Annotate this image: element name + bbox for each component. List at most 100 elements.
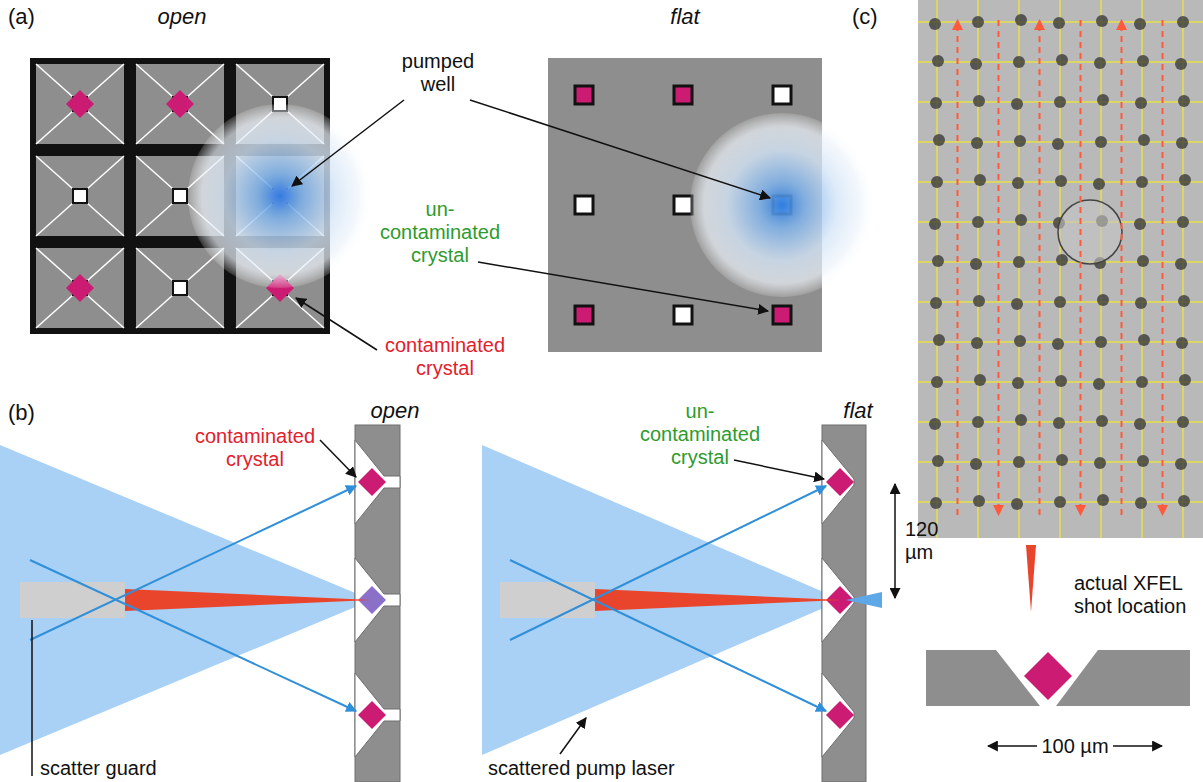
well-spot bbox=[929, 18, 941, 30]
well-spot bbox=[970, 258, 982, 270]
scan-path bbox=[1039, 20, 1041, 515]
well-spot bbox=[1134, 18, 1146, 30]
panel-letter: (b) bbox=[8, 400, 35, 425]
flat-well bbox=[575, 196, 593, 214]
well-spot bbox=[1052, 138, 1064, 150]
well-edge bbox=[136, 203, 173, 236]
well-spot bbox=[1179, 174, 1191, 186]
scan-path bbox=[1121, 20, 1123, 515]
well-spot bbox=[1137, 455, 1149, 467]
well-edge bbox=[136, 156, 173, 189]
well-spot bbox=[1135, 297, 1147, 309]
well-edge bbox=[287, 295, 324, 328]
well-spot bbox=[1136, 376, 1148, 388]
callout-label: actual XFEL shot location bbox=[1074, 572, 1198, 618]
well-spot bbox=[1135, 497, 1147, 509]
well-spot bbox=[1177, 16, 1189, 28]
scattered-light bbox=[30, 560, 356, 711]
well-opening bbox=[173, 281, 187, 295]
well-spot bbox=[1054, 96, 1066, 108]
crystal bbox=[358, 701, 386, 729]
chip-block bbox=[926, 650, 1040, 706]
transmitted-pump bbox=[846, 592, 882, 608]
well-edge bbox=[87, 64, 124, 97]
well-edge bbox=[87, 248, 124, 281]
well-edge bbox=[36, 156, 73, 189]
pump-cone bbox=[482, 445, 842, 755]
well-cell bbox=[136, 248, 224, 328]
well-edge bbox=[136, 295, 173, 328]
through-well bbox=[355, 440, 400, 524]
callout-label: scattered pump laser bbox=[488, 758, 675, 779]
well-spot bbox=[929, 218, 941, 230]
chip-wall bbox=[822, 425, 866, 782]
well-spot bbox=[1011, 98, 1023, 110]
flat-well bbox=[674, 306, 692, 324]
well-spot bbox=[1053, 417, 1065, 429]
well-spot bbox=[931, 376, 943, 388]
well-spot bbox=[973, 295, 985, 307]
well-spot bbox=[1056, 54, 1068, 66]
well-spot bbox=[1097, 294, 1109, 306]
well-spot bbox=[933, 334, 945, 346]
well-spot bbox=[1013, 456, 1025, 468]
leader-arrow bbox=[320, 440, 356, 477]
well-spot bbox=[971, 137, 983, 149]
bubble bbox=[1058, 200, 1122, 264]
well-spot bbox=[972, 16, 984, 28]
well-spot bbox=[1175, 458, 1187, 470]
well-spot bbox=[929, 418, 941, 430]
well-spot bbox=[1175, 58, 1187, 70]
scatter-guard bbox=[20, 582, 125, 618]
well-edge bbox=[36, 111, 73, 144]
well-edge bbox=[136, 64, 173, 97]
well-spot bbox=[1012, 177, 1024, 189]
xfel-beam bbox=[125, 589, 372, 611]
well-spot bbox=[1178, 295, 1190, 307]
well-spot bbox=[1015, 414, 1027, 426]
well-spot bbox=[1055, 375, 1067, 387]
well-spot bbox=[930, 297, 942, 309]
crystal bbox=[1024, 652, 1072, 700]
flat-well bbox=[674, 196, 692, 214]
crystal bbox=[826, 701, 854, 729]
well-edge bbox=[136, 248, 173, 281]
flat-well bbox=[674, 86, 692, 104]
well-spot bbox=[930, 497, 942, 509]
well-spot bbox=[1096, 415, 1108, 427]
well-spot bbox=[1135, 97, 1147, 109]
leader-arrow bbox=[296, 298, 377, 350]
leader-arrow bbox=[470, 100, 770, 198]
well-spot bbox=[971, 337, 983, 349]
pump-glow bbox=[188, 104, 372, 288]
well-spot bbox=[1052, 338, 1064, 350]
well-edge bbox=[87, 156, 124, 189]
dimension-label: 100 µm bbox=[1037, 735, 1112, 758]
well-spot bbox=[1095, 136, 1107, 148]
crystal bbox=[166, 90, 194, 118]
through-well bbox=[355, 673, 400, 757]
well-opening bbox=[173, 189, 187, 203]
well-spot bbox=[1136, 176, 1148, 188]
blind-well bbox=[822, 673, 854, 757]
well-spot bbox=[1138, 334, 1150, 346]
leader-line bbox=[31, 620, 33, 776]
well-edge bbox=[136, 111, 173, 144]
well-spot bbox=[972, 216, 984, 228]
well-spot bbox=[1011, 498, 1023, 510]
well-edge bbox=[287, 64, 324, 97]
well-spot bbox=[1053, 17, 1065, 29]
well-spot bbox=[1011, 298, 1023, 310]
callout-label: contaminated crystal bbox=[380, 334, 510, 380]
well-spot bbox=[1012, 377, 1024, 389]
panel-letter: (a) bbox=[8, 4, 35, 29]
well-spot bbox=[1176, 137, 1188, 149]
well-spot bbox=[974, 374, 986, 386]
well-spot bbox=[1056, 454, 1068, 466]
well-spot bbox=[1014, 135, 1026, 147]
well-spot bbox=[1134, 418, 1146, 430]
well-spot bbox=[970, 58, 982, 70]
well-spot bbox=[932, 455, 944, 467]
